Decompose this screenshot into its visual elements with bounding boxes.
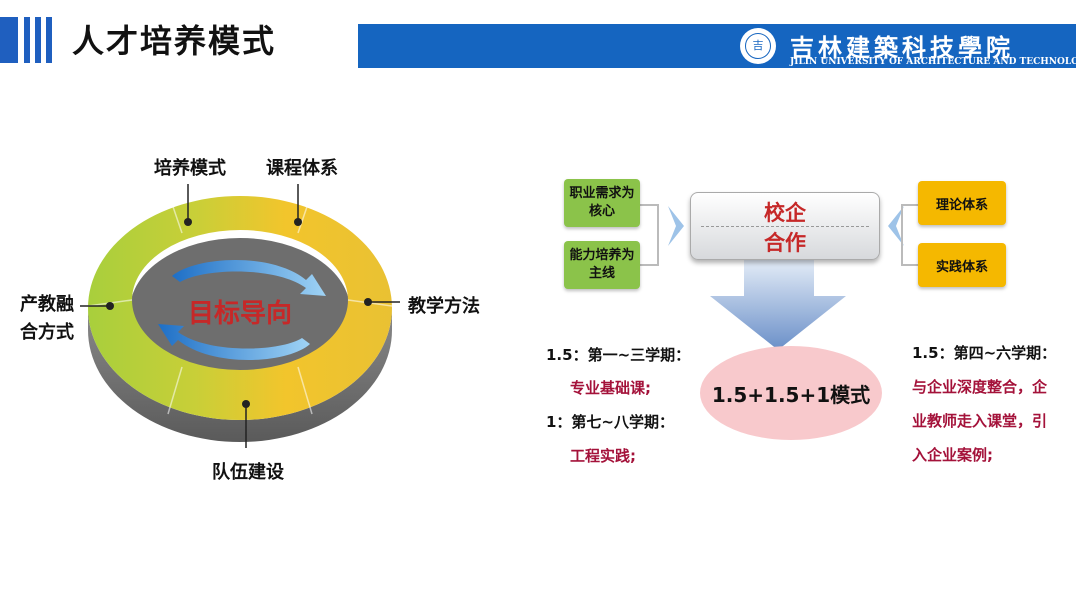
note-middle-line3: 入企业案例; bbox=[912, 446, 993, 464]
label-training-mode: 培养模式 bbox=[154, 158, 226, 179]
right-arrow-icon bbox=[888, 206, 904, 246]
school-seal-logo: 吉 bbox=[740, 28, 776, 64]
note-phase1-detail: 专业基础课; bbox=[570, 379, 651, 397]
arrow-top-icon bbox=[172, 260, 326, 296]
box-career-demand: 职业需求为 核心 bbox=[564, 179, 640, 227]
note-middle-line1: 与企业深度整合，企 bbox=[912, 378, 1048, 396]
note-middle-line2: 业教师走入课堂，引 bbox=[912, 412, 1048, 430]
center-text-line2: 合作 bbox=[764, 231, 806, 255]
box-theory-system: 理论体系 bbox=[918, 181, 1006, 225]
box-career-demand-line1: 职业需求为 bbox=[569, 186, 635, 201]
note-phase2: 1：第七~八学期： bbox=[546, 413, 675, 431]
label-industry-integration-1: 产教融 bbox=[20, 294, 74, 315]
box-ability-training-line2: 主线 bbox=[588, 266, 615, 281]
left-bracket bbox=[640, 204, 659, 266]
label-teaching-method: 教学方法 bbox=[408, 296, 480, 317]
box-ability-training-line1: 能力培养为 bbox=[569, 248, 635, 263]
center-box-cooperation: 校企 合作 bbox=[690, 192, 880, 260]
center-divider bbox=[701, 226, 869, 227]
right-bracket bbox=[901, 204, 918, 266]
label-industry-integration-2: 合方式 bbox=[20, 322, 74, 343]
ring-pointer-lines bbox=[80, 184, 400, 448]
down-arrow-icon bbox=[710, 258, 846, 350]
page-title: 人才培养模式 bbox=[72, 22, 277, 60]
left-arrow-icon bbox=[668, 206, 684, 246]
label-team-building: 队伍建设 bbox=[212, 462, 284, 483]
model-oval-text: 1.5+1.5+1模式 bbox=[711, 382, 871, 407]
label-curriculum-system: 课程体系 bbox=[266, 158, 338, 179]
school-name-en: JILIN UNIVERSITY OF ARCHITECTURE AND TEC… bbox=[790, 57, 1080, 67]
note-phase2-detail: 工程实践; bbox=[570, 447, 636, 465]
school-banner bbox=[358, 24, 1076, 68]
box-ability-training: 能力培养为 主线 bbox=[564, 241, 640, 289]
ring-center-goal: 目标导向 bbox=[188, 299, 293, 329]
model-oval: 1.5+1.5+1模式 bbox=[700, 346, 882, 440]
box-career-demand-line2: 核心 bbox=[588, 204, 615, 219]
arrow-bottom-icon bbox=[158, 324, 310, 360]
note-phase-middle: 1.5：第四~六学期： bbox=[912, 344, 1057, 362]
ring-side bbox=[88, 308, 392, 442]
note-phase1: 1.5：第一~三学期： bbox=[546, 346, 691, 364]
ring-dividers bbox=[87, 197, 393, 415]
school-name-cn: 吉林建築科技學院 bbox=[790, 33, 1014, 62]
center-text-line1: 校企 bbox=[764, 201, 806, 225]
box-practice-system: 实践体系 bbox=[918, 243, 1006, 287]
ring-top bbox=[88, 196, 392, 420]
